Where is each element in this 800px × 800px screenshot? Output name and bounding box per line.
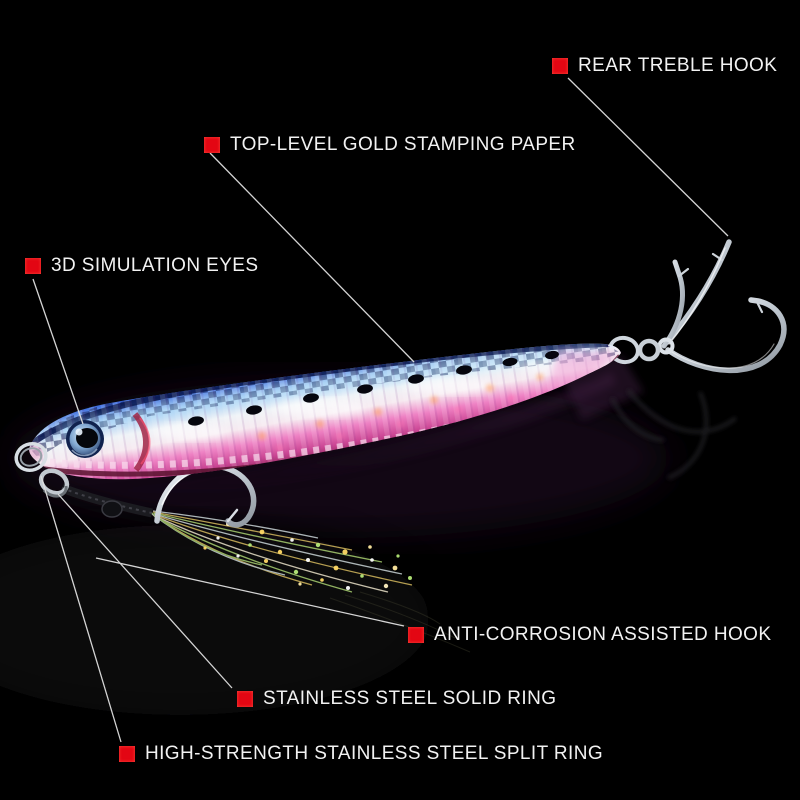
hook-reflection	[610, 388, 738, 480]
red-square-marker	[204, 137, 220, 153]
body-spots	[188, 350, 559, 426]
gold-glints	[258, 373, 544, 440]
assist-rig	[60, 463, 413, 593]
callout-3d-simulation-eyes: 3D SIMULATION EYES	[25, 255, 258, 277]
callout-label: 3D SIMULATION EYES	[51, 255, 259, 276]
red-square-marker	[408, 627, 424, 643]
callout-label: ANTI-CORROSION ASSISTED HOOK	[434, 624, 772, 645]
callout-solid-ring: STAINLESS STEEL SOLID RING	[237, 688, 556, 710]
assist-hook-barb	[226, 508, 239, 523]
callout-label: TOP-LEVEL GOLD STAMPING PAPER	[230, 134, 576, 155]
callout-label: STAINLESS STEEL SOLID RING	[263, 688, 557, 709]
flash-tinsel	[151, 510, 413, 593]
gill-marking	[132, 412, 149, 472]
leader-lines	[32, 77, 729, 743]
tail-shine	[545, 350, 620, 392]
callout-gold-stamping-paper: TOP-LEVEL GOLD STAMPING PAPER	[204, 134, 576, 156]
callout-label: HIGH-STRENGTH STAINLESS STEEL SPLIT RING	[145, 743, 604, 764]
red-square-marker	[237, 691, 253, 707]
red-square-marker	[25, 258, 41, 274]
red-square-marker	[552, 58, 568, 74]
rear-solid-ring	[637, 338, 661, 362]
callout-rear-treble-hook: REAR TREBLE HOOK	[552, 55, 777, 77]
leader-assist-hook	[95, 557, 405, 627]
callout-split-ring: HIGH-STRENGTH STAINLESS STEEL SPLIT RING	[119, 743, 603, 765]
callout-label: REAR TREBLE HOOK	[578, 55, 778, 76]
cord-knot	[101, 500, 123, 518]
front-split-ring	[14, 442, 48, 472]
leader-solid-ring	[57, 493, 233, 689]
body-reflection	[70, 372, 616, 508]
red-square-marker	[119, 746, 135, 762]
leader-rear-treble-hook	[567, 77, 729, 237]
rear-treble-hook	[608, 239, 787, 374]
tinsel-reflection	[329, 591, 471, 653]
callout-anti-corrosion-hook: ANTI-CORROSION ASSISTED HOOK	[408, 624, 771, 646]
tinsel-sparkles	[203, 522, 412, 590]
front-rings	[14, 442, 70, 498]
3d-eye	[66, 420, 104, 458]
leader-3d-eyes	[32, 278, 84, 425]
leader-gold-stamping-paper	[209, 152, 415, 363]
leader-split-ring	[40, 475, 122, 743]
